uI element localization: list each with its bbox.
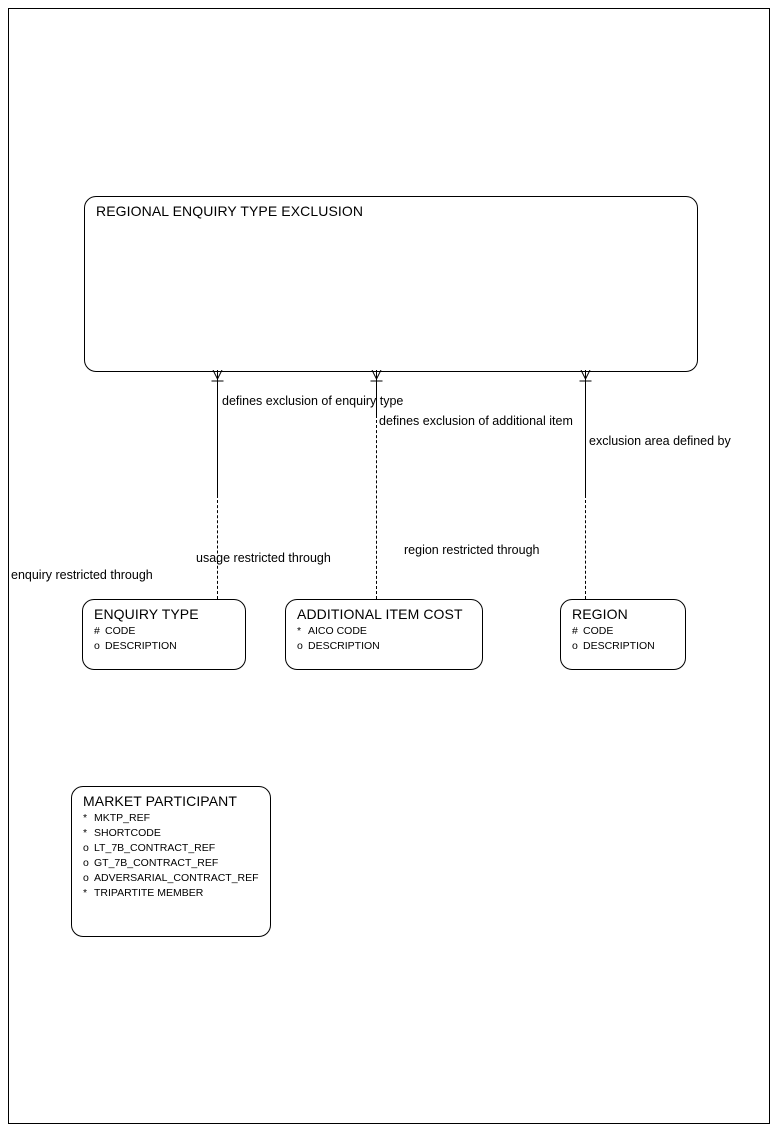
entity-title: ADDITIONAL ITEM COST (297, 606, 463, 622)
attribute-row: o DESCRIPTION (94, 639, 177, 654)
attribute-row: * AICO CODE (297, 624, 380, 639)
connector-enquiry-type-solid (217, 381, 218, 495)
attribute-row: # CODE (94, 624, 177, 639)
page-border (8, 8, 770, 1124)
attribute-label: GT_7B_CONTRACT_REF (94, 857, 219, 869)
attribute-marker: * (83, 887, 88, 899)
relationship-label-defines-exclusion-of-additional-item: defines exclusion of additional item (379, 414, 573, 428)
attribute-row: # CODE (572, 624, 655, 639)
entity-title: ENQUIRY TYPE (94, 606, 199, 622)
attribute-label: CODE (105, 625, 136, 637)
entity-enquiry-type[interactable]: ENQUIRY TYPE # CODE o DESCRIPTION (82, 599, 246, 670)
connector-additional-item-dashed (376, 415, 377, 599)
attribute-label: DESCRIPTION (105, 640, 177, 652)
attribute-label: MKTP_REF (94, 812, 151, 824)
entity-market-participant[interactable]: MARKET PARTICIPANT * MKTP_REF * SHORTCODE … (71, 786, 271, 937)
attribute-list: * AICO CODE o DESCRIPTION (297, 624, 380, 654)
connector-additional-item-solid (376, 381, 377, 415)
entity-title: REGIONAL ENQUIRY TYPE EXCLUSION (96, 203, 364, 219)
relationship-label-defines-exclusion-of-enquiry-type: defines exclusion of enquiry type (222, 394, 404, 408)
attribute-list: * MKTP_REF * SHORTCODE o LT_7B_CONTRACT_REF… (83, 811, 259, 901)
attribute-row: * TRIPARTITE MEMBER (83, 886, 259, 901)
attribute-label: CODE (583, 625, 614, 637)
entity-regional-enquiry-type-exclusion[interactable]: REGIONAL ENQUIRY TYPE EXCLUSION (84, 196, 698, 372)
attribute-row: o DESCRIPTION (572, 639, 655, 654)
attribute-marker: o (94, 640, 100, 652)
entity-additional-item-cost[interactable]: ADDITIONAL ITEM COST * AICO CODE o DESCRIP… (285, 599, 483, 670)
attribute-label: LT_7B_CONTRACT_REF (94, 842, 216, 854)
connector-region-solid (585, 381, 586, 495)
attribute-marker: # (94, 625, 100, 637)
attribute-marker: o (83, 842, 89, 854)
attribute-marker: * (297, 625, 302, 637)
relationship-label-enquiry-restricted-through: enquiry restricted through (11, 568, 153, 582)
relationship-label-exclusion-area-defined-by: exclusion area defined by (589, 434, 731, 448)
attribute-row: o DESCRIPTION (297, 639, 380, 654)
attribute-row: o LT_7B_CONTRACT_REF (83, 841, 259, 856)
crowfoot-icon-additional-item (369, 370, 384, 384)
attribute-marker: o (83, 872, 89, 884)
attribute-list: # CODE o DESCRIPTION (94, 624, 177, 654)
attribute-label: SHORTCODE (94, 827, 161, 839)
attribute-list: # CODE o DESCRIPTION (572, 624, 655, 654)
attribute-marker: o (83, 857, 89, 869)
entity-region[interactable]: REGION # CODE o DESCRIPTION (560, 599, 686, 670)
attribute-marker: # (572, 625, 578, 637)
attribute-label: DESCRIPTION (583, 640, 655, 652)
connector-region-dashed (585, 495, 586, 599)
attribute-row: o GT_7B_CONTRACT_REF (83, 856, 259, 871)
relationship-label-region-restricted-through: region restricted through (404, 543, 540, 557)
attribute-row: * SHORTCODE (83, 826, 259, 841)
relationship-label-usage-restricted-through: usage restricted through (196, 551, 331, 565)
attribute-label: DESCRIPTION (308, 640, 380, 652)
connector-enquiry-type-dashed (217, 495, 218, 599)
attribute-row: * MKTP_REF (83, 811, 259, 826)
entity-title: REGION (572, 606, 628, 622)
attribute-marker: * (83, 812, 88, 824)
attribute-label: TRIPARTITE MEMBER (94, 887, 204, 899)
attribute-label: ADVERSARIAL_CONTRACT_REF (94, 872, 259, 884)
attribute-marker: o (572, 640, 578, 652)
attribute-label: AICO CODE (308, 625, 367, 637)
attribute-marker: o (297, 640, 303, 652)
entity-title: MARKET PARTICIPANT (83, 793, 238, 809)
attribute-marker: * (83, 827, 88, 839)
attribute-row: o ADVERSARIAL_CONTRACT_REF (83, 871, 259, 886)
